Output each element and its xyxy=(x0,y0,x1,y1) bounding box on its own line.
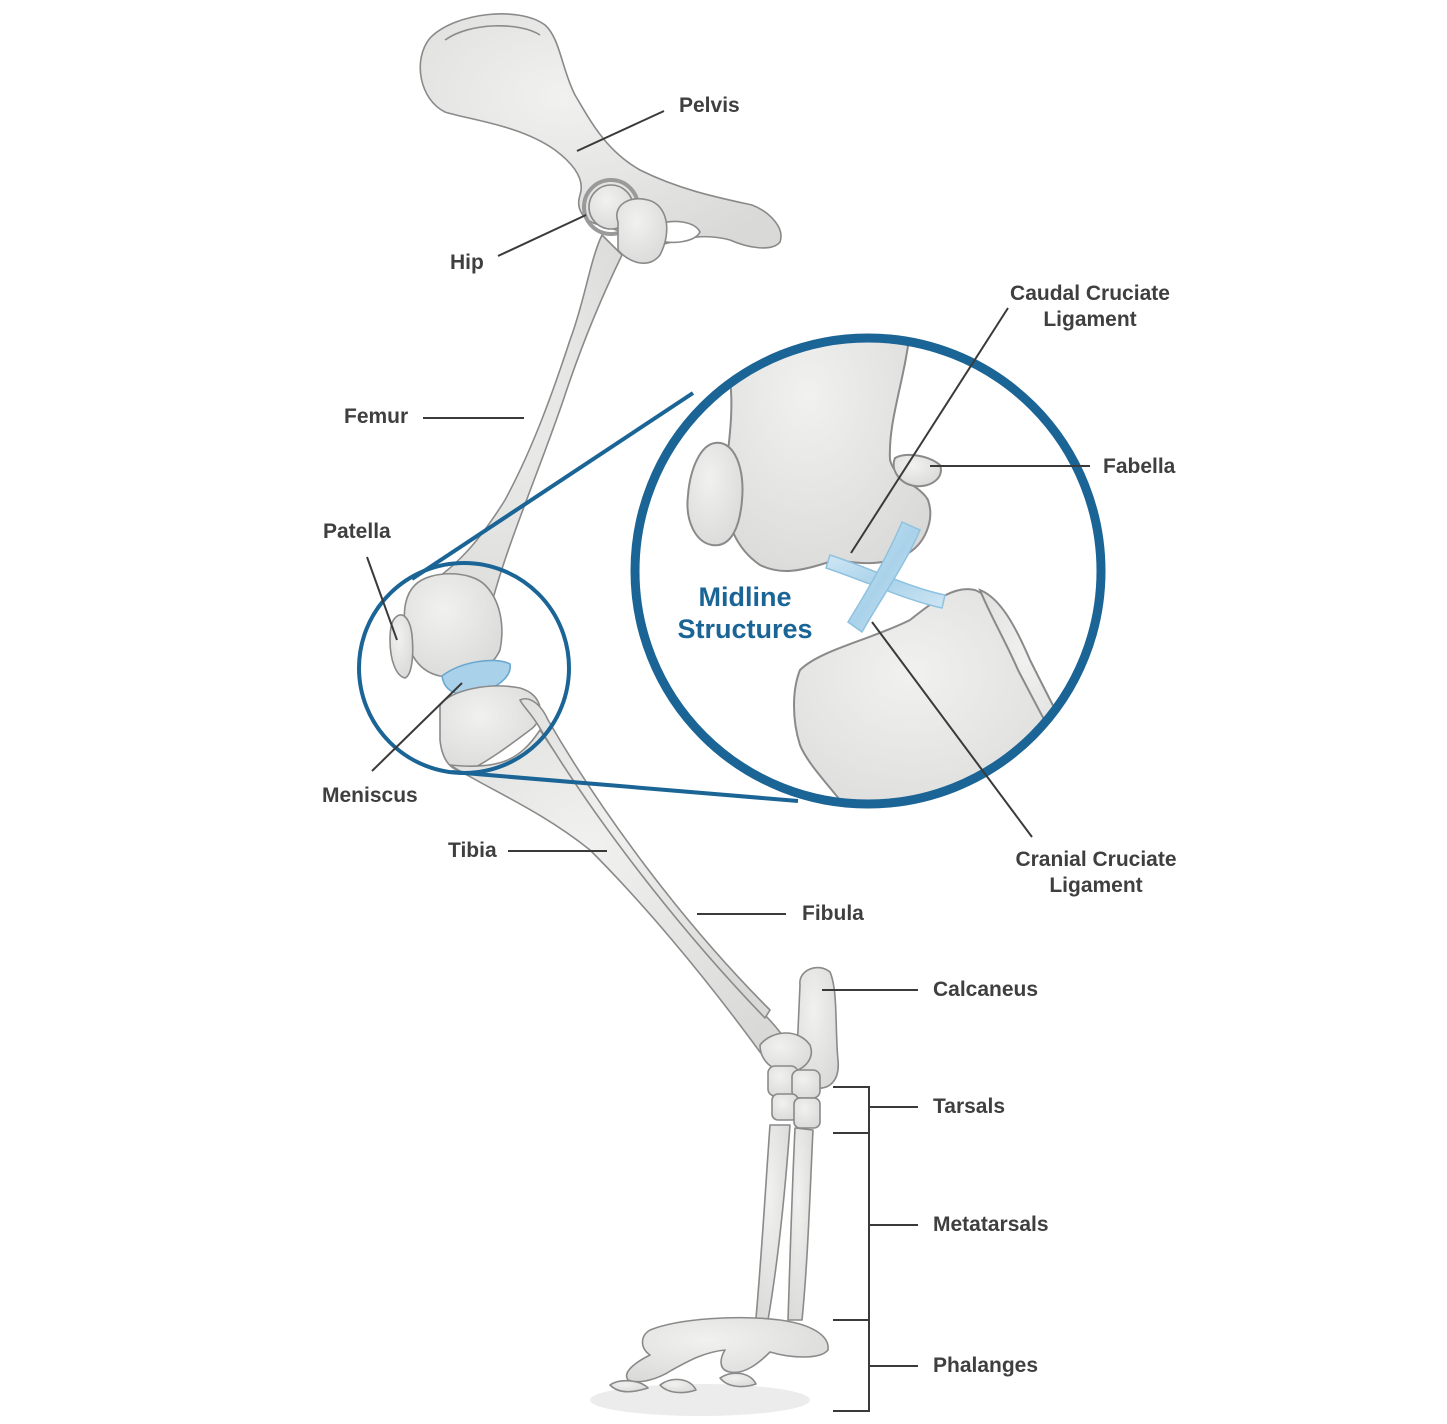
hock-joint xyxy=(759,1032,812,1073)
label-caudal-cruciate-line2: Ligament xyxy=(1043,308,1137,331)
knee-inset xyxy=(630,333,1106,809)
phalanges xyxy=(625,1316,829,1383)
tarsal-bone-4 xyxy=(793,1097,821,1129)
inset-title-line1: Midline xyxy=(698,582,792,612)
label-caudal-cruciate-line1: Caudal Cruciate xyxy=(1010,282,1170,305)
label-hip: Hip xyxy=(450,251,484,274)
leader-meniscus xyxy=(371,682,463,772)
label-caudal-cruciate-ligament: Caudal Cruciate Ligament xyxy=(1000,281,1180,333)
label-femur: Femur xyxy=(344,405,409,428)
label-cranial-cruciate-line2: Ligament xyxy=(1049,874,1143,897)
label-meniscus: Meniscus xyxy=(322,784,418,807)
inset-fabella xyxy=(892,453,942,488)
greater-trochanter xyxy=(616,198,668,264)
label-tibia: Tibia xyxy=(448,839,497,862)
leader-lines xyxy=(366,110,1090,1412)
label-cranial-cruciate-ligament: Cranial Cruciate Ligament xyxy=(1005,847,1187,899)
leader-pelvis xyxy=(576,110,665,152)
leader-caudal-cruciate xyxy=(850,307,1009,554)
claw-1 xyxy=(609,1379,649,1393)
label-calcaneus: Calcaneus xyxy=(933,978,1039,1001)
inset-patella xyxy=(686,441,744,547)
label-pelvis: Pelvis xyxy=(679,94,740,117)
callout-line-bottom xyxy=(451,770,799,803)
metatarsal-1 xyxy=(755,1124,791,1321)
fibula-bone xyxy=(519,698,771,1019)
patella-bone xyxy=(389,614,414,679)
pelvis-rim xyxy=(444,25,541,41)
metatarsal-2 xyxy=(787,1127,814,1321)
leg-skeleton xyxy=(389,13,840,1394)
callout-line-top xyxy=(410,391,695,581)
label-tarsals: Tarsals xyxy=(933,1095,1005,1118)
leader-hip xyxy=(497,214,587,257)
label-fabella: Fabella xyxy=(1103,455,1176,478)
leader-cranial-cruciate xyxy=(871,621,1033,838)
label-cranial-cruciate-line1: Cranial Cruciate xyxy=(1015,848,1177,871)
claw-2 xyxy=(659,1378,697,1394)
knee-highlight-circle xyxy=(357,561,571,775)
tibia-bone xyxy=(449,729,791,1065)
label-phalanges: Phalanges xyxy=(933,1354,1039,1377)
inset-cruciate-ligament-b xyxy=(846,521,921,634)
foot-bracket xyxy=(833,1086,870,1412)
tarsal-bone-2 xyxy=(791,1069,821,1099)
label-fibula: Fibula xyxy=(802,902,864,925)
inset-ring xyxy=(630,333,1106,809)
label-metatarsals: Metatarsals xyxy=(933,1213,1049,1236)
inset-title-line2: Structures xyxy=(677,614,813,644)
leader-patella xyxy=(366,556,398,641)
ground-shadow xyxy=(590,1384,810,1416)
label-patella: Patella xyxy=(323,520,391,543)
inset-title: Midline Structures xyxy=(665,581,825,645)
pelvis-bone xyxy=(419,13,782,249)
zoom-callout xyxy=(357,391,799,803)
claw-3 xyxy=(719,1372,757,1388)
